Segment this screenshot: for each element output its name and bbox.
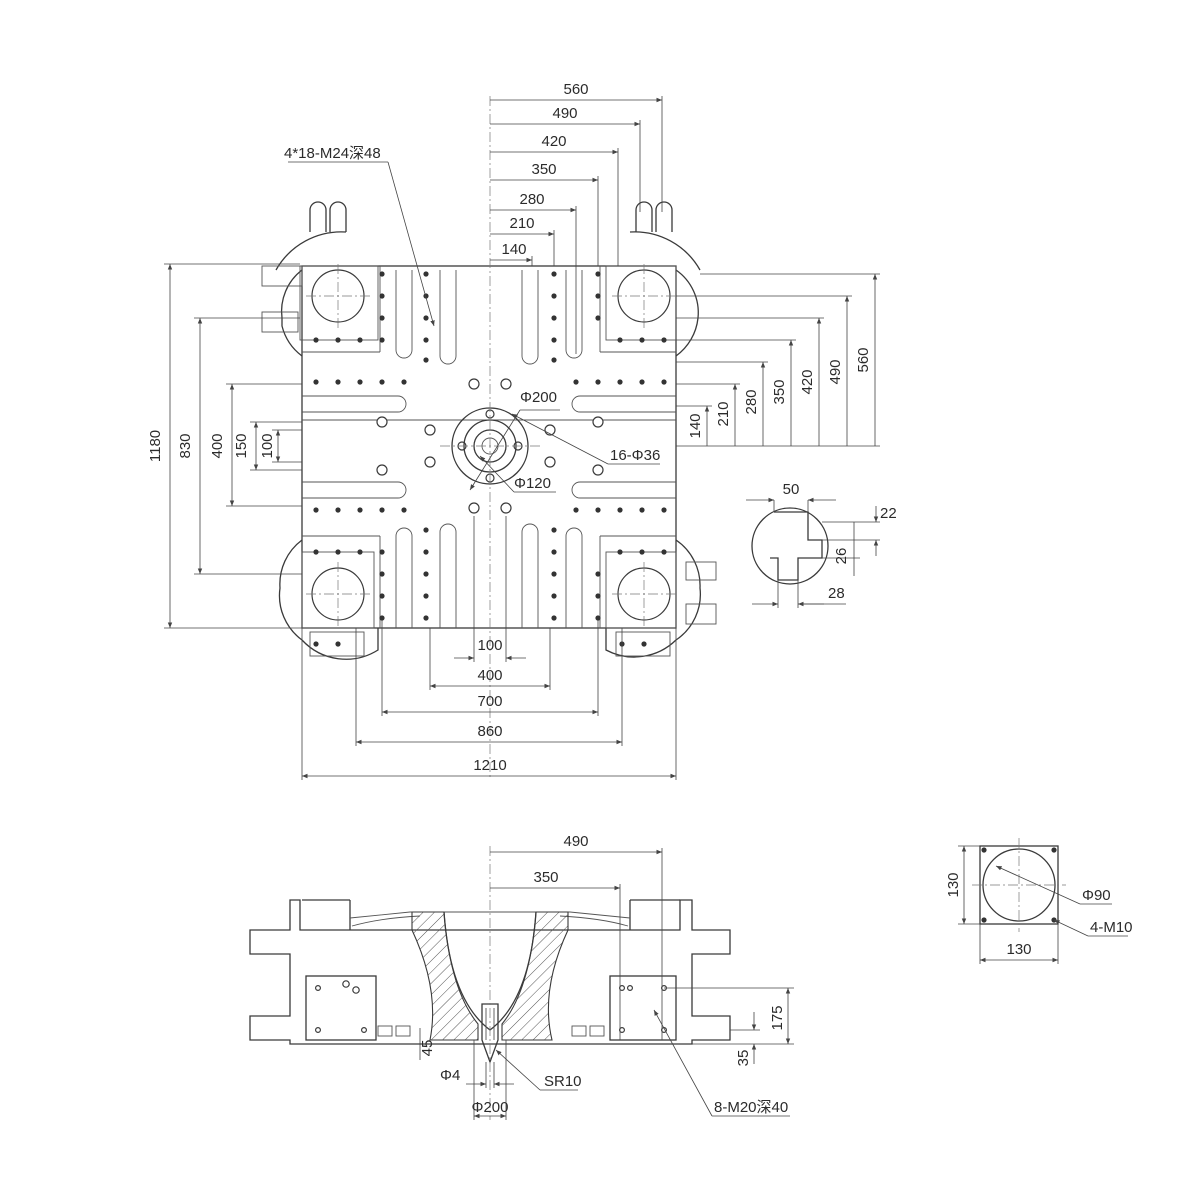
- top-view-notes: 4*18-M24深48 Φ200 Φ120 16-Φ36: [284, 145, 660, 493]
- corner-boss-bottom-left: [278, 539, 379, 660]
- corner-boss-top-left: [261, 201, 379, 357]
- label-d120-top: Φ120: [514, 475, 551, 492]
- right-dimensions: 560 490 420 350 280 210 140: [676, 273, 880, 447]
- dim-210-right: 210: [715, 401, 732, 426]
- note-bolt-spec: 4*18-M24深48: [284, 145, 381, 162]
- section-right: [501, 911, 569, 1041]
- dim-420-top: 420: [541, 133, 566, 150]
- dim-700-bottom: 700: [477, 693, 502, 710]
- left-dimensions: 1180 830 400 150 100: [147, 263, 302, 629]
- label-d4: Φ4: [440, 1067, 460, 1084]
- dim-560-right: 560: [855, 347, 872, 372]
- dim-560-top: 560: [563, 81, 588, 98]
- nozzle: [481, 1003, 499, 1064]
- label-sr10: SR10: [544, 1073, 582, 1090]
- section-left: [411, 911, 479, 1041]
- dim-490-front: 490: [563, 833, 588, 850]
- dim-1180-left: 1180: [147, 430, 164, 462]
- dim-35-front: 35: [735, 1050, 752, 1067]
- dim-490-right: 490: [827, 359, 844, 384]
- dim-100-left: 100: [259, 433, 276, 458]
- mount-plate-left: [305, 975, 377, 1041]
- dim-210-top: 210: [509, 215, 534, 232]
- dim-45-front: 45: [419, 1040, 436, 1057]
- dim-130-horizontal: 130: [1006, 941, 1031, 958]
- dim-350-top: 350: [531, 161, 556, 178]
- front-body-outline: [249, 899, 731, 1045]
- dim-130-vertical: 130: [945, 872, 962, 897]
- dim-slot-28: 28: [828, 585, 845, 602]
- dim-490-top: 490: [552, 105, 577, 122]
- label-d90: Φ90: [1082, 887, 1111, 904]
- dim-400-bottom: 400: [477, 667, 502, 684]
- dim-140-top: 140: [501, 241, 526, 258]
- mount-plate-right: [609, 975, 677, 1041]
- dim-slot-50: 50: [783, 481, 800, 498]
- dim-400-left: 400: [209, 433, 226, 458]
- dim-slot-26: 26: [833, 548, 850, 565]
- dim-280-top: 280: [519, 191, 544, 208]
- dim-830-left: 830: [177, 433, 194, 458]
- dim-100-bottom: 100: [477, 637, 502, 654]
- dim-140-right: 140: [687, 413, 704, 438]
- dim-175-front: 175: [769, 1005, 786, 1030]
- top-dimensions: 560 490 420 350 280 210 140: [490, 81, 663, 354]
- bottom-dimensions: 100 400 700 860 1210: [301, 516, 677, 780]
- label-d200-front: Φ200: [472, 1099, 509, 1116]
- dim-slot-22: 22: [880, 505, 897, 522]
- top-view: 560 490 420 350 280 210 140 560: [147, 81, 880, 780]
- dim-280-right: 280: [743, 389, 760, 414]
- front-view: 490 350 175 35 45 Φ4 Φ200 SR10 8-M20深40: [249, 833, 794, 1120]
- bolt-holes: [313, 271, 667, 647]
- label-8-bolts: 8-M20深40: [714, 1099, 788, 1116]
- dim-150-left: 150: [233, 433, 250, 458]
- label-d200-top: Φ200: [520, 389, 557, 406]
- corner-boss-bottom-right: [605, 539, 717, 658]
- dim-860-bottom: 860: [477, 723, 502, 740]
- dim-1210-bottom: 1210: [473, 757, 506, 774]
- label-4-m10: 4-M10: [1090, 919, 1133, 936]
- corner-boss-top-right: [605, 201, 701, 357]
- slot-detail: 50 22 26 28: [746, 481, 897, 608]
- dim-350-front: 350: [533, 869, 558, 886]
- dim-350-right: 350: [771, 379, 788, 404]
- label-16-holes: 16-Φ36: [610, 447, 660, 464]
- platen-outline: [301, 265, 677, 629]
- flange-detail: 130 130 Φ90 4-M10: [945, 838, 1133, 964]
- dim-420-right: 420: [799, 369, 816, 394]
